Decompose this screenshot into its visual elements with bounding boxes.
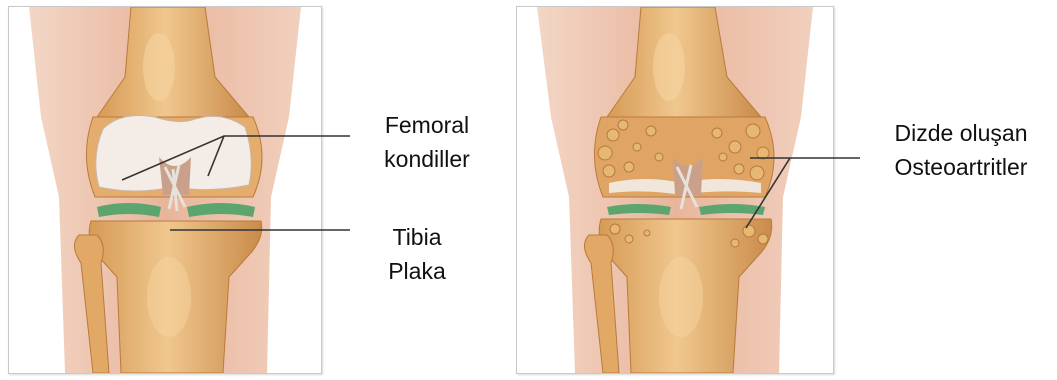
osteoarthritis-label: Dizde oluşan Osteoartritler [868,116,1054,184]
femoral-label-line2: kondiller [362,142,492,176]
tibia-plateau-label: Tibia Plaka [352,220,482,288]
healthy-knee-illustration [9,7,321,373]
healthy-knee-panel [8,6,322,374]
femoral-label-line1: Femoral [362,108,492,142]
tibia-label-line1: Tibia [352,220,482,254]
tibia-label-line2: Plaka [352,254,482,288]
oa-label-line1: Dizde oluşan [868,116,1054,150]
femoral-condyles-label: Femoral kondiller [362,108,492,176]
oa-label-line2: Osteoartritler [868,150,1054,184]
osteoarthritic-knee-illustration [517,7,833,373]
osteoarthritic-knee-panel [516,6,834,374]
